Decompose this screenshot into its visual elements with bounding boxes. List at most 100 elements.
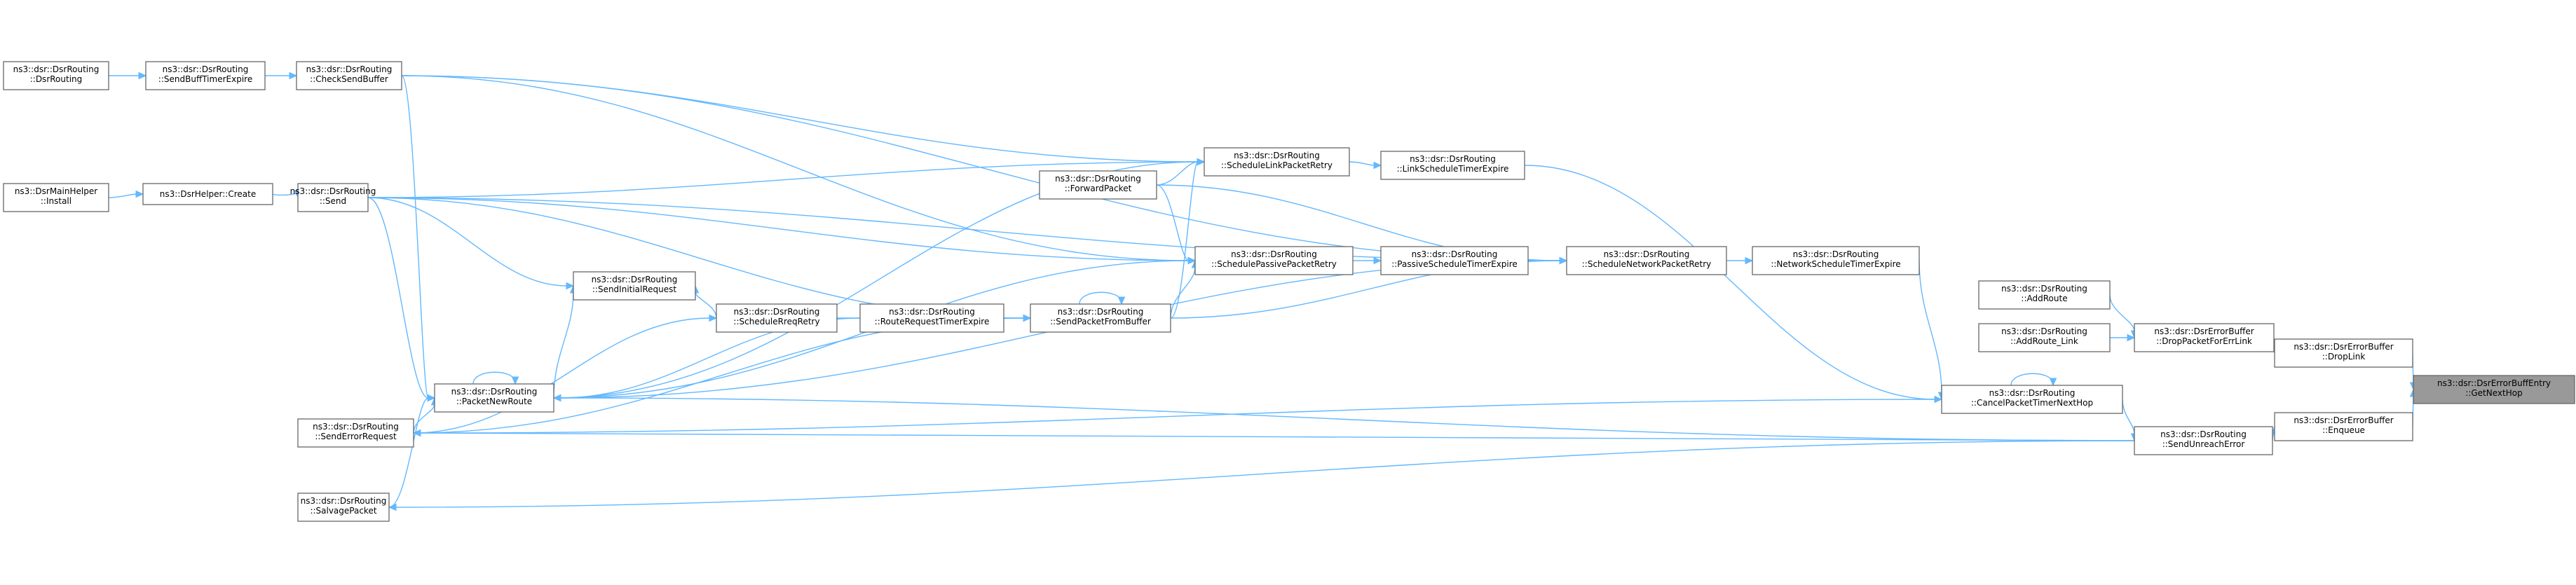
edge-n8-n7 — [1919, 260, 1946, 401]
edge-n6-n26 — [412, 429, 2135, 441]
graph-node[interactable]: ns3::dsr::DsrRouting::SalvagePacket — [297, 493, 390, 522]
graph-node[interactable]: ns3::dsr::DsrRouting::Send — [290, 183, 376, 212]
node-label-line: ns3::dsr::DsrRouting — [1793, 249, 1879, 259]
edge-line — [1170, 161, 1199, 319]
edge-n6-n27 — [388, 440, 2135, 511]
graph-node[interactable]: ns3::dsr::DsrRouting::SendPacketFromBuff… — [1030, 303, 1171, 333]
graph-node[interactable]: ns3::dsr::DsrRouting::PassiveScheduleTim… — [1380, 246, 1529, 275]
node-box — [1039, 170, 1157, 200]
edge-line — [1156, 184, 1190, 261]
edge-line — [413, 317, 711, 434]
graph-node[interactable]: ns3::dsr::DsrRouting::CheckSendBuffer — [296, 61, 402, 90]
graph-node[interactable]: ns3::DsrMainHelper::Install — [3, 183, 109, 212]
node-label-line: ::AddRoute_Link — [2010, 336, 2078, 346]
arrowhead — [1187, 256, 1197, 265]
edge-n13-n11 — [1353, 256, 1382, 265]
node-label-line: ns3::dsr::DsrRouting — [306, 64, 393, 74]
graph-node[interactable]: ns3::dsr::DsrRouting::CancelPacketTimerN… — [1941, 385, 2123, 414]
graph-node[interactable]: ns3::dsr::DsrRouting::LinkScheduleTimerE… — [1380, 151, 1525, 180]
node-label-line: ns3::dsr::DsrRouting — [1058, 307, 1144, 317]
node-label-line: ns3::dsr::DsrRouting — [1604, 249, 1690, 259]
arrowhead — [709, 314, 718, 322]
graph-node[interactable]: ns3::dsr::DsrRouting::ScheduleRreqRetry — [716, 303, 838, 333]
edge-line — [1156, 161, 1199, 186]
node-label-line: ns3::dsr::DsrErrorBuffer — [2154, 326, 2254, 336]
node-label-line: ns3::dsr::DsrRouting — [734, 307, 820, 317]
edge-n23-n13 — [367, 197, 1197, 265]
node-label-line: ::SendUnreachError — [2162, 439, 2245, 449]
node-label-line: ::LinkScheduleTimerExpire — [1397, 164, 1509, 174]
arrowhead — [566, 282, 575, 290]
node-label-line: ns3::dsr::DsrErrorBuffer — [2294, 415, 2393, 425]
target-node[interactable]: ns3::dsr::DsrErrorBuffEntry::GetNextHop — [2413, 375, 2575, 404]
node-label-line: ::ScheduleNetworkPacketRetry — [1582, 259, 1712, 269]
node-box — [1978, 323, 2111, 352]
arrowhead — [1197, 158, 1206, 166]
node-box — [2274, 338, 2413, 368]
graph-node[interactable]: ns3::dsr::DsrRouting::ScheduleLinkPacket… — [1204, 147, 1350, 177]
arrowhead — [412, 429, 421, 437]
edge-line — [367, 197, 568, 287]
node-label-line: ::SendBuffTimerExpire — [158, 74, 252, 84]
graph-node[interactable]: ns3::dsr::DsrErrorBuffer::Enqueue — [2274, 412, 2413, 441]
edge-line — [401, 75, 1190, 261]
edge-n19-n19 — [472, 371, 519, 385]
edge-n15-n12 — [1170, 158, 1206, 319]
node-label-line: ns3::dsr::DsrRouting — [1412, 249, 1498, 259]
edge-n20-n19 — [401, 75, 436, 402]
node-label-line: ns3::DsrMainHelper — [15, 186, 97, 196]
node-box — [3, 61, 109, 90]
node-label-line: ns3::dsr::DsrRouting — [592, 275, 678, 284]
graph-node[interactable]: ns3::dsr::DsrRouting::NetworkScheduleTim… — [1752, 246, 1920, 275]
edge-n23-n18 — [367, 197, 575, 290]
node-label-line: ::CancelPacketTimerNextHop — [1971, 398, 2093, 408]
graph-node[interactable]: ns3::dsr::DsrErrorBuffer::DropLink — [2274, 338, 2413, 368]
node-label-line: ::SendInitialRequest — [592, 284, 677, 294]
node-box — [296, 61, 402, 90]
node-box — [297, 183, 369, 212]
edge-n19-n18 — [553, 284, 578, 399]
node-label-line: ::SendPacketFromBuffer — [1050, 317, 1151, 326]
graph-node[interactable]: ns3::dsr::DsrErrorBuffer::DropPacketForE… — [2134, 323, 2275, 352]
node-label-line: ::Enqueue — [2322, 425, 2365, 435]
node-box — [297, 493, 390, 522]
graph-node[interactable]: ns3::dsr::DsrRouting::SendErrorRequest — [297, 418, 414, 448]
graph-node[interactable]: ns3::dsr::DsrRouting::SendBuffTimerExpir… — [145, 61, 266, 90]
arrowhead — [1373, 256, 1382, 265]
graph-node[interactable]: ns3::dsr::DsrRouting::AddRoute — [1978, 280, 2111, 310]
arrowhead — [388, 503, 397, 511]
arrowhead — [1559, 256, 1568, 265]
graph-node[interactable]: ns3::dsr::DsrRouting::ForwardPacket — [1039, 170, 1157, 200]
edge-n20-n13 — [401, 75, 1197, 265]
node-label-line: ns3::dsr::DsrRouting — [163, 64, 249, 74]
edge-line — [367, 197, 1561, 261]
graph-node[interactable]: ns3::dsr::DsrRouting::AddRoute_Link — [1978, 323, 2111, 352]
edge-line — [413, 404, 435, 434]
graph-node[interactable]: ns3::dsr::DsrRouting::ScheduleNetworkPac… — [1566, 246, 1727, 275]
arrowhead — [511, 376, 519, 385]
graph-node[interactable]: ns3::dsr::DsrRouting::RouteRequestTimerE… — [859, 303, 1004, 333]
edge-line — [553, 291, 574, 399]
graph-node[interactable]: ns3::dsr::DsrRouting::PacketNewRoute — [434, 383, 554, 413]
edge-n6-n19 — [552, 394, 2135, 441]
graph-node[interactable]: ns3::DsrHelper::Create — [142, 183, 273, 205]
graph-node[interactable]: ns3::dsr::DsrRouting::SendInitialRequest — [573, 271, 696, 301]
edge-line — [108, 193, 137, 198]
node-label-line: ns3::dsr::DsrRouting — [1410, 154, 1496, 164]
node-label-line: ns3::dsr::DsrErrorBuffer — [2294, 342, 2393, 352]
node-label-line: ns3::dsr::DsrRouting — [1234, 151, 1320, 160]
graph-node[interactable]: ns3::dsr::DsrRouting::SchedulePassivePac… — [1194, 246, 1354, 275]
node-label-line: ::NetworkScheduleTimerExpire — [1771, 259, 1900, 269]
node-label-line: ::DropLink — [2322, 352, 2366, 362]
node-label-line: ::PacketNewRoute — [456, 397, 532, 406]
node-label-line: ns3::dsr::DsrRouting — [1231, 249, 1317, 259]
edge-line — [419, 399, 1942, 434]
graph-node[interactable]: ns3::dsr::DsrRouting::SendUnreachError — [2134, 426, 2273, 455]
edge-line — [1349, 161, 1375, 166]
node-box — [2134, 426, 2273, 455]
graph-node[interactable]: ns3::dsr::DsrRouting::DsrRouting — [3, 61, 109, 90]
node-label-line: ns3::DsrHelper::Create — [160, 189, 256, 199]
node-box — [2413, 375, 2575, 404]
node-box — [1380, 246, 1529, 275]
node-label-line: ns3::dsr::DsrRouting — [889, 307, 975, 317]
